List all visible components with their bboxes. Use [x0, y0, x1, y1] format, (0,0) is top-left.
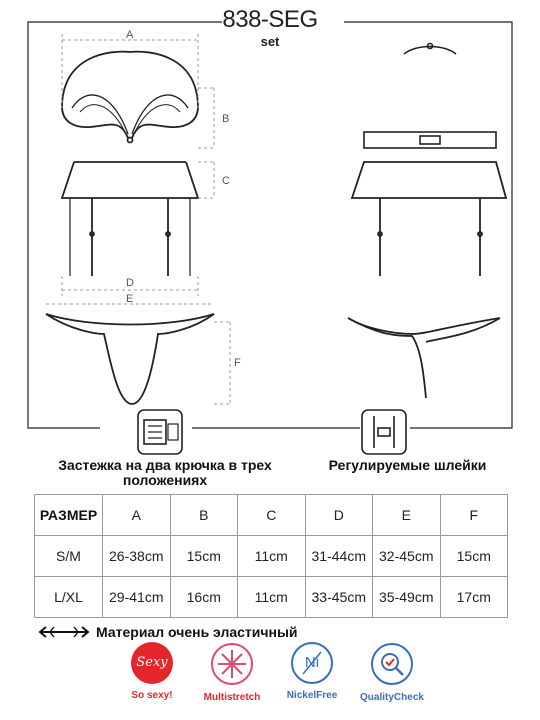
product-type: set [260, 34, 280, 49]
thong-back [347, 317, 501, 399]
dimension-guides [46, 34, 231, 405]
dim-label-f: F [234, 357, 241, 369]
feature-multistretch: Multistretch [192, 642, 272, 703]
column-header-d: D [304, 494, 373, 536]
model-title: 838-SEG [222, 6, 318, 33]
material-note: Материал очень эластичный [96, 624, 298, 640]
frame-line-right [344, 21, 513, 429]
table-cell: 32-45cm [372, 535, 441, 577]
feature-label: Multistretch [203, 692, 261, 703]
sexy-badge-icon: Sexy [131, 642, 173, 684]
table-row: L/XL 29-41cm 16cm 11cm 33-45cm 35-49cm 1… [34, 576, 508, 618]
column-header-f: F [439, 494, 508, 536]
garter-belt-back [350, 161, 508, 276]
size-cell: S/M [34, 535, 103, 577]
column-header-e: E [372, 494, 441, 536]
dim-label-e: E [126, 293, 133, 305]
adjustable-strap-icon [361, 409, 407, 455]
frame-line-left [27, 21, 222, 429]
table-cell: 11cm [237, 576, 306, 618]
table-row: S/M 26-38cm 15cm 11cm 31-44cm 32-45cm 15… [34, 535, 508, 577]
dim-label-b: B [222, 113, 229, 125]
feature-label: NickelFree [286, 690, 338, 701]
table-cell: 29-41cm [102, 576, 171, 618]
column-header-b: B [169, 494, 238, 536]
stretch-arrows-icon [38, 626, 90, 638]
size-column-header: РАЗМЕР [34, 494, 103, 536]
table-cell: 26-38cm [102, 535, 171, 577]
size-cell: L/XL [34, 576, 103, 618]
garment-technical-drawing: A B C D E F [27, 21, 513, 455]
dim-label-a: A [126, 29, 134, 41]
table-cell: 15cm [439, 535, 508, 577]
dim-label-c: C [222, 175, 230, 187]
table-cell: 31-44cm [304, 535, 373, 577]
size-table: РАЗМЕР A B C D E F S/M 26-38cm 15cm 11cm… [34, 494, 508, 618]
garter-belt-front [60, 161, 200, 276]
feature-label: So sexy! [131, 690, 173, 701]
feature-label: QualityCheck [360, 692, 424, 703]
quality-check-icon [371, 643, 413, 685]
multistretch-icon [211, 643, 253, 685]
hook-closure-caption: Застежка на два крючка в трех положениях [58, 457, 272, 488]
table-cell: 11cm [237, 535, 306, 577]
table-cell: 15cm [169, 535, 238, 577]
column-header-c: C [237, 494, 306, 536]
table-cell: 33-45cm [304, 576, 373, 618]
nickel-free-icon: Ni [291, 642, 333, 684]
table-cell: 16cm [169, 576, 238, 618]
adjustable-straps-caption: Регулируемые шлейки [328, 457, 487, 473]
bra-back [363, 42, 497, 149]
feature-nickel-free: Ni NickelFree [272, 642, 352, 701]
feature-quality-check: QualityCheck [352, 642, 432, 703]
thong-front [45, 313, 215, 405]
bra-front [61, 50, 199, 144]
table-header-row: РАЗМЕР A B C D E F [34, 494, 508, 536]
table-cell: 35-49cm [372, 576, 441, 618]
column-header-a: A [102, 494, 171, 536]
hook-closure-icon [137, 409, 183, 455]
table-cell: 17cm [439, 576, 508, 618]
feature-so-sexy: Sexy So sexy! [112, 642, 192, 701]
dim-label-d: D [126, 277, 134, 289]
